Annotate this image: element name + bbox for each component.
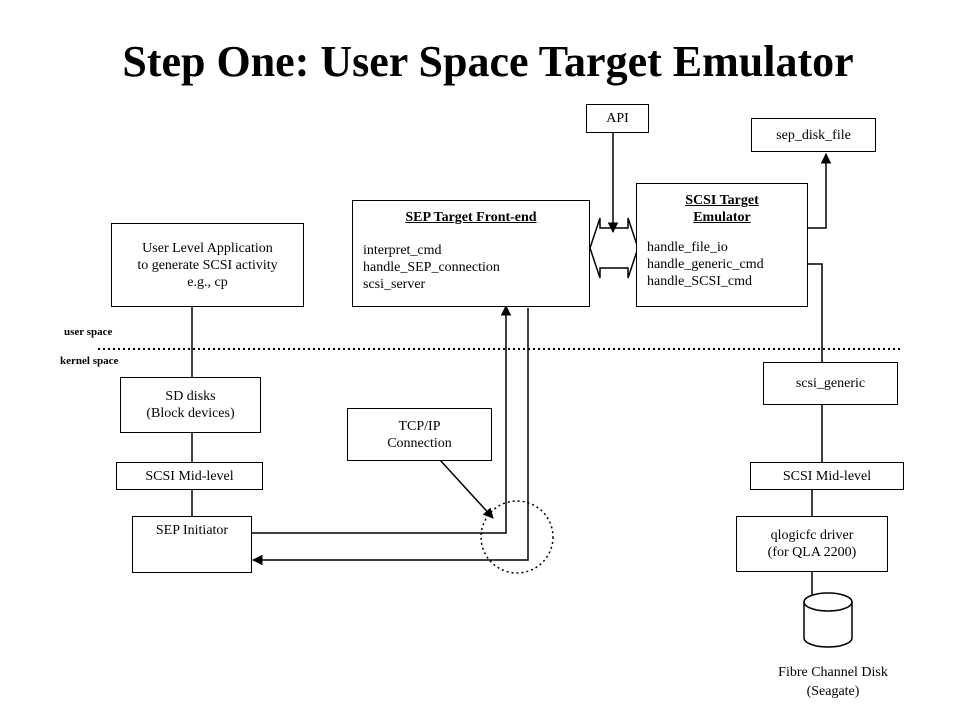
api-box: API: [586, 104, 649, 133]
sep-frontend-function: scsi_server: [363, 277, 426, 292]
disk-label-line: Fibre Channel Disk: [778, 665, 888, 680]
kernel-space-label: kernel space: [60, 355, 119, 367]
scsi-emulator-function: handle_file_io: [647, 240, 728, 255]
qlogic-driver-line: (for QLA 2200): [767, 545, 857, 560]
scsi-emulator-heading: Emulator: [693, 210, 751, 225]
tcp-ip-line: Connection: [387, 435, 452, 451]
disk-cylinder-icon: [803, 592, 853, 648]
tcp-pointer-arrow: [439, 459, 494, 519]
tcp-ip-box: TCP/IP Connection: [347, 408, 492, 461]
user-app-line: e.g., cp: [187, 274, 228, 290]
sep-initiator-label: SEP Initiator: [155, 523, 229, 538]
disk-label: Fibre Channel Disk (Seagate): [748, 663, 918, 701]
scsi-emulator-function: handle_SCSI_cmd: [647, 274, 752, 289]
qlogic-driver-box: qlogicfc driver (for QLA 2200): [736, 516, 888, 572]
diagram-title: Step One: User Space Target Emulator: [122, 37, 854, 86]
emulator-to-generic-line: [807, 263, 823, 362]
api-label: API: [606, 111, 629, 126]
sep-initiator-box: SEP Initiator: [132, 516, 252, 573]
sd-disks-box: SD disks (Block devices): [120, 377, 261, 433]
disk-label-line: (Seagate): [806, 684, 860, 699]
initiator-to-frontend-arrow: [252, 304, 512, 534]
sep-frontend-box: SEP Target Front-end interpret_cmd handl…: [352, 200, 590, 307]
scsi-generic-label: scsi_generic: [795, 376, 866, 391]
scsi-mid-level-left-box: SCSI Mid-level: [116, 462, 263, 490]
sep-frontend-function: handle_SEP_connection: [363, 260, 500, 275]
sep-frontend-function: interpret_cmd: [363, 243, 442, 258]
sd-disks-line: SD disks: [165, 389, 216, 404]
scsi-emulator-box: SCSI Target Emulator handle_file_io hand…: [636, 183, 808, 307]
scsi-mid-level-left-label: SCSI Mid-level: [145, 468, 234, 484]
sep-frontend-heading: SEP Target Front-end: [405, 210, 537, 225]
scsi-mid-level-right-box: SCSI Mid-level: [750, 462, 904, 490]
user-app-box: User Level Application to generate SCSI …: [111, 223, 304, 307]
sd-disks-line: (Block devices): [146, 406, 235, 421]
frontend-to-initiator-arrow: [251, 308, 529, 566]
sep-disk-file-box: sep_disk_file: [751, 118, 876, 152]
frontend-emulator-double-arrow: [589, 217, 639, 279]
user-app-line: User Level Application: [142, 240, 273, 256]
sep-disk-file-label: sep_disk_file: [776, 127, 851, 143]
user-app-line: to generate SCSI activity: [137, 257, 278, 273]
qlogic-driver-line: qlogicfc driver: [770, 528, 854, 543]
tcp-ip-line: TCP/IP: [398, 418, 441, 434]
scsi-emulator-heading: SCSI Target: [685, 193, 759, 208]
scsi-mid-level-right-label: SCSI Mid-level: [782, 468, 872, 484]
emulator-to-file-arrow: [807, 152, 832, 229]
scsi-emulator-function: handle_generic_cmd: [647, 257, 764, 272]
user-space-label: user space: [64, 326, 113, 338]
tcp-connection-circle: [480, 500, 554, 574]
scsi-generic-box: scsi_generic: [763, 362, 898, 405]
